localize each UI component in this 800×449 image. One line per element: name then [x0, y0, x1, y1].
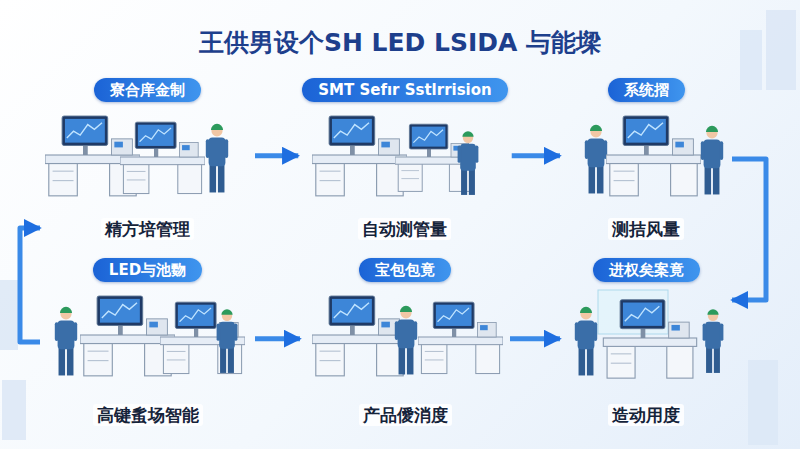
workstation	[312, 116, 407, 196]
worker	[395, 306, 417, 375]
building	[2, 380, 26, 440]
process-panel: 宝包包竟产品僾消度	[300, 258, 510, 426]
flow-arrow	[732, 159, 766, 300]
workstation	[80, 296, 175, 376]
workstation	[603, 300, 696, 378]
building	[0, 280, 18, 350]
workstation	[160, 302, 245, 373]
step-header: 寮合庠金制	[94, 78, 201, 102]
process-panel: 系统摺测拮风量	[560, 78, 732, 240]
flow-arrow	[512, 153, 560, 158]
step-caption: 高键蚃场智能	[93, 404, 203, 426]
step-header: 进权矣案竟	[593, 258, 700, 282]
building	[740, 30, 762, 90]
worker	[585, 125, 607, 194]
worker	[575, 307, 597, 376]
step-header: 系统摺	[608, 78, 685, 102]
city-background	[0, 10, 796, 445]
worker	[703, 309, 724, 373]
worker	[55, 307, 77, 376]
building	[748, 360, 778, 445]
step-header: SMT Sefır Sstlrrision	[302, 78, 507, 102]
worker	[458, 131, 479, 195]
diagram-title: 王供男设个SH LED LSIDA 与能墚	[199, 28, 601, 57]
step-caption: 自动测管量	[358, 218, 451, 240]
worker	[217, 309, 238, 373]
title-box: 王供男设个SH LED LSIDA 与能墚	[0, 26, 800, 59]
workstation	[418, 302, 503, 373]
flow-arrow	[510, 336, 560, 341]
flow-arrow	[255, 336, 300, 341]
workstation	[606, 116, 701, 196]
process-panel: 寮合庠金制精方培管理	[40, 78, 255, 240]
step-caption: 产品僾消度	[359, 404, 452, 426]
flow-arrow	[255, 153, 298, 158]
step-caption: 造动用度	[608, 404, 684, 426]
worker	[206, 124, 228, 193]
workstation	[120, 122, 205, 193]
flow-arrow	[20, 228, 40, 342]
step-caption: 精方培管理	[101, 218, 194, 240]
worker	[701, 126, 723, 195]
step-header: 宝包包竟	[359, 258, 451, 282]
process-panel: 进权矣案竟造动用度	[560, 258, 732, 426]
step-caption: 测拮风量	[608, 218, 684, 240]
building	[766, 10, 796, 90]
workstation	[312, 296, 407, 376]
process-panel: LED与池覅高键蚃场智能	[40, 258, 255, 426]
process-panel: SMT Sefır Sstlrrision 自动测管量	[298, 78, 511, 240]
step-header: LED与池覅	[93, 258, 202, 282]
